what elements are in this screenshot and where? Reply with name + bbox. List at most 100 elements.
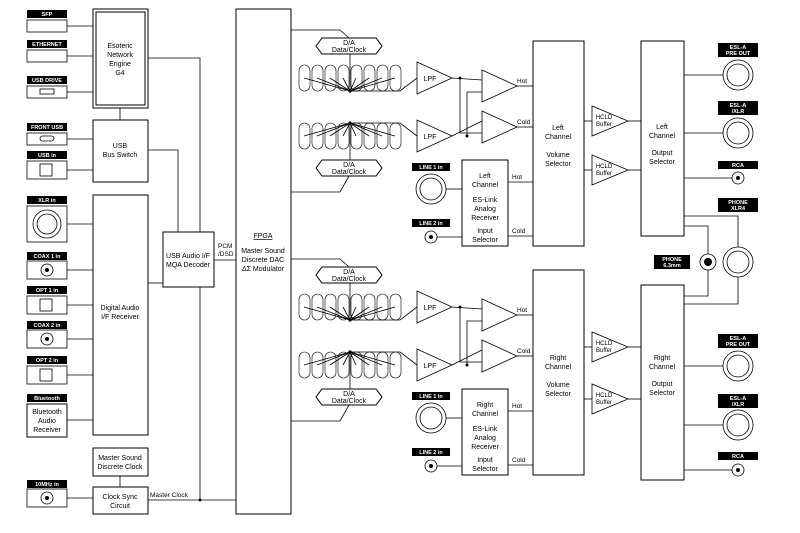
svg-text:Circuit: Circuit xyxy=(110,503,130,510)
usb-in-label: USB in xyxy=(38,153,57,159)
usb-bus-switch-block: USB Bus Switch xyxy=(92,119,149,183)
label-badge xyxy=(27,10,67,18)
clock-in-label: 10MHz in xyxy=(35,482,59,488)
data-clock-label: Data/Clock xyxy=(332,398,367,405)
svg-text:Right: Right xyxy=(654,355,670,362)
lpf-label: LPF xyxy=(424,76,437,83)
svg-text:HCLD: HCLD xyxy=(596,393,613,399)
input-bluetooth: Bluetooth xyxy=(27,394,67,402)
svg-text:Channel: Channel xyxy=(472,182,499,189)
amplifier xyxy=(481,339,518,373)
da-label: D/A xyxy=(343,162,355,169)
svg-text:Volume: Volume xyxy=(546,152,569,159)
output-esl-pre-out-left: ESL-A PRE OUT xyxy=(684,43,758,91)
svg-text:RCA: RCA xyxy=(732,454,744,460)
usb-c-port-icon xyxy=(39,135,55,142)
svg-text:Receiver: Receiver xyxy=(33,427,61,434)
svg-text:PHONE: PHONE xyxy=(662,257,682,263)
volume-to-output-wires xyxy=(584,120,641,400)
svg-text:USB: USB xyxy=(113,143,128,150)
svg-text:Receiver: Receiver xyxy=(471,215,499,222)
input-usb-drive: USB DRIVE xyxy=(26,76,68,99)
dac-element xyxy=(376,293,389,321)
dac-element xyxy=(376,64,389,92)
dac-element xyxy=(363,351,376,379)
cold-label: Cold xyxy=(512,228,526,235)
output-rca-right: RCA xyxy=(684,452,758,477)
da-clock-box xyxy=(315,266,383,284)
input-ethernet: ETHERNET xyxy=(26,40,68,63)
svg-text:Master Sound: Master Sound xyxy=(241,248,285,255)
svg-text:Selector: Selector xyxy=(649,390,675,397)
svg-text:ES-Link: ES-Link xyxy=(473,197,498,204)
svg-text:Esoteric: Esoteric xyxy=(107,43,133,50)
opt2-label: OPT 2 in xyxy=(36,358,59,364)
input-sfp: SFP xyxy=(26,10,68,33)
da-clock-box xyxy=(315,159,383,177)
network-engine-block: Esoteric Network Engine G4 xyxy=(92,8,149,109)
da-clock-box xyxy=(315,37,383,55)
right-volume-block: Right Channel Volume Selector xyxy=(532,269,585,476)
svg-text:Bluetooth: Bluetooth xyxy=(32,409,62,416)
bluetooth-label: Bluetooth xyxy=(34,396,60,402)
right-es-link-block: RightChannelES-LinkAnalogReceiverInputSe… xyxy=(461,388,509,476)
svg-text:G4: G4 xyxy=(115,70,124,77)
lpf-label: LPF xyxy=(424,363,437,370)
svg-text:Discrete Clock: Discrete Clock xyxy=(97,464,143,471)
svg-text:USB Audio I/F: USB Audio I/F xyxy=(166,253,210,260)
svg-text:Analog: Analog xyxy=(474,206,496,213)
amplifier xyxy=(481,69,518,103)
svg-text:/XLR: /XLR xyxy=(732,109,745,115)
usb-audio-if-block: USB Audio I/F MQA Decoder xyxy=(162,231,215,288)
left-wires xyxy=(67,25,236,502)
svg-text:Network: Network xyxy=(107,52,133,59)
svg-text:LINE 2 in: LINE 2 in xyxy=(419,450,443,456)
svg-text:Left: Left xyxy=(479,173,491,180)
lpf-label: LPF xyxy=(424,134,437,141)
svg-text:Buffer: Buffer xyxy=(596,171,612,177)
master-clock-label: Master Clock xyxy=(150,492,189,499)
input-right-line1: LINE 1 in xyxy=(412,392,462,434)
output-esl-xlr-right: ESL-A /XLR xyxy=(684,394,758,441)
usb-b-port-icon xyxy=(39,163,53,177)
hot-label: Hot xyxy=(512,403,522,410)
front-usb-label: FRONT USB xyxy=(31,125,63,131)
master-sound-clock-block: Master Sound Discrete Clock xyxy=(92,447,149,477)
amplifier xyxy=(481,110,518,144)
ethernet-label: ETHERNET xyxy=(32,42,62,48)
svg-text:Discrete DAC: Discrete DAC xyxy=(242,257,284,264)
input-usb-in: USB in xyxy=(26,151,68,180)
svg-text:Output: Output xyxy=(651,381,672,388)
svg-text:HCLD: HCLD xyxy=(596,115,613,121)
pcm-label: PCM xyxy=(218,243,232,250)
lpf-label: LPF xyxy=(424,305,437,312)
svg-text:Digital Audio: Digital Audio xyxy=(101,305,140,312)
clock-sync-block: Clock Sync Circuit xyxy=(92,486,149,515)
svg-text:PRE OUT: PRE OUT xyxy=(726,51,751,57)
svg-text:ESL-A: ESL-A xyxy=(730,396,747,402)
output-phone-63: PHONE 6.3mm xyxy=(654,225,717,297)
svg-text:Left: Left xyxy=(656,124,668,131)
svg-text:LINE 2 in: LINE 2 in xyxy=(419,221,443,227)
svg-text:ΔΣ Modulator: ΔΣ Modulator xyxy=(242,266,285,273)
dac-element xyxy=(363,122,376,150)
hot-label: Hot xyxy=(512,174,522,181)
hcld-buffer-left-top: HCLD Buffer xyxy=(591,105,630,137)
xlr-in-label: XLR in xyxy=(38,198,56,204)
svg-text:Volume: Volume xyxy=(546,382,569,389)
fpga-block: FPGA Master Sound Discrete DAC ΔΣ Modula… xyxy=(235,8,292,515)
svg-text:Input: Input xyxy=(477,228,493,235)
input-coax2: COAX 2 in xyxy=(26,321,68,349)
usb-drive-label: USB DRIVE xyxy=(32,78,62,84)
hot-label: Hot xyxy=(517,78,527,85)
da-clock-box xyxy=(315,388,383,406)
svg-text:Channel: Channel xyxy=(545,134,572,141)
svg-text:Engine: Engine xyxy=(109,61,131,68)
hcld-buffer-right-bottom: HCLD Buffer xyxy=(591,383,630,415)
dac-element xyxy=(389,351,402,379)
dac-element xyxy=(389,122,402,150)
